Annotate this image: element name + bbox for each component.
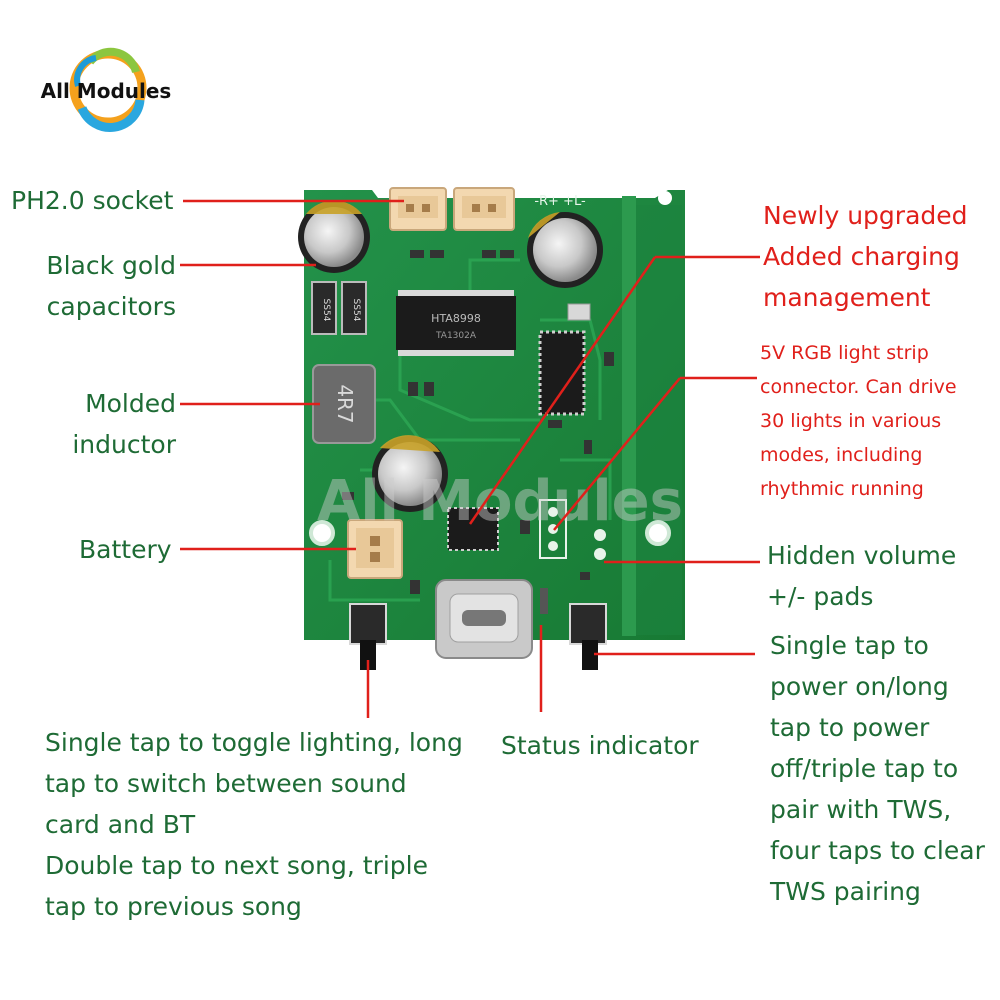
label-lighting: Single tap to toggle lighting, long tap … bbox=[45, 728, 463, 921]
svg-text:SS54: SS54 bbox=[351, 299, 361, 322]
label-status: Status indicator bbox=[501, 731, 699, 760]
pcb-board: -R+ +L- SS54 SS54 4R7 bbox=[298, 187, 685, 670]
header-polarity: -R+ +L- bbox=[534, 194, 586, 209]
label-volume: Hidden volume +/- pads bbox=[767, 541, 957, 611]
usb-c-port bbox=[435, 579, 533, 659]
logo-swirl-green bbox=[86, 47, 140, 74]
capacitor-top-right bbox=[527, 212, 603, 288]
battery-connector bbox=[347, 519, 403, 579]
mount-hole-left bbox=[309, 520, 335, 546]
label-rgb: 5V RGB light strip connector. Can drive … bbox=[760, 342, 957, 500]
ph-socket-left bbox=[389, 187, 447, 231]
amplifier-chip: HTA8998 TA1302A bbox=[396, 290, 516, 356]
ph-socket-right bbox=[453, 187, 515, 231]
crystal bbox=[567, 303, 591, 321]
smd-components bbox=[342, 250, 614, 614]
diode-ss54-left: SS54 bbox=[311, 281, 337, 335]
leader-rgb-d bbox=[553, 377, 681, 531]
logo-text: All Modules bbox=[41, 79, 172, 103]
mount-hole-top bbox=[658, 191, 672, 205]
leader-upgraded-d bbox=[468, 256, 657, 525]
svg-text:SS54: SS54 bbox=[321, 299, 331, 322]
button-lighting bbox=[349, 603, 387, 670]
mount-hole-right bbox=[645, 520, 671, 546]
svg-text:TA1302A: TA1302A bbox=[435, 331, 477, 341]
antenna-trace bbox=[622, 196, 636, 636]
capacitor-middle bbox=[372, 435, 448, 512]
label-power: Single tap to power on/long tap to power… bbox=[770, 631, 985, 906]
label-upgraded: Newly upgraded Added charging management bbox=[763, 201, 968, 312]
logo-swirl-blue bbox=[77, 99, 145, 132]
molded-inductor: 4R7 bbox=[312, 364, 376, 444]
label-capacitors: Black gold capacitors bbox=[46, 251, 176, 321]
label-battery: Battery bbox=[79, 535, 172, 564]
button-power bbox=[569, 603, 607, 670]
label-ph-socket: PH2.0 socket bbox=[11, 186, 174, 215]
bluetooth-chip bbox=[538, 330, 586, 416]
charging-chip bbox=[447, 507, 499, 551]
antenna-area bbox=[636, 205, 682, 635]
label-inductor: Molded inductor bbox=[72, 389, 176, 459]
volume-pads bbox=[594, 529, 606, 560]
capacitor-top-left bbox=[298, 200, 370, 273]
leader-lines bbox=[180, 199, 760, 718]
logo-swirl-blue-2 bbox=[74, 55, 97, 87]
diode-ss54-right: SS54 bbox=[341, 281, 367, 335]
svg-text:4R7: 4R7 bbox=[333, 384, 357, 423]
svg-text:HTA8998: HTA8998 bbox=[431, 312, 481, 325]
logo: All Modules bbox=[41, 47, 172, 132]
